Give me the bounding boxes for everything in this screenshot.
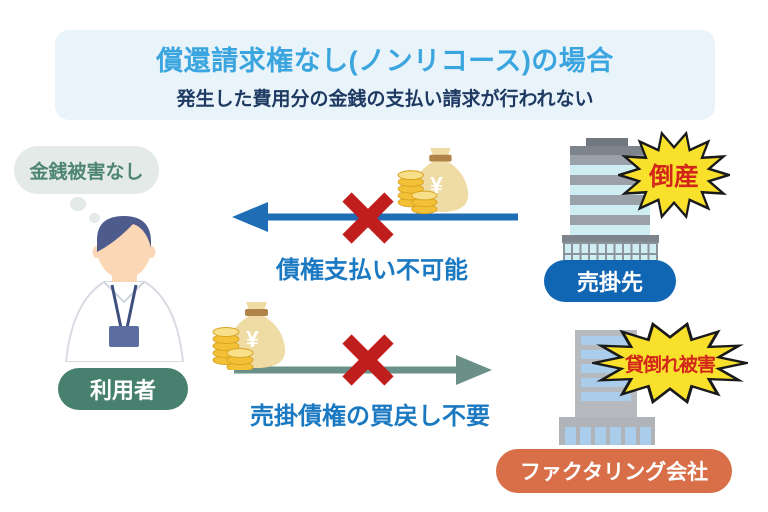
factoring-label: ファクタリング会社 (519, 461, 709, 484)
thought-bubble-tail-dot (89, 213, 100, 223)
thought-bubble: 金銭被害なし (14, 146, 159, 194)
coin-stack-icon (212, 327, 254, 372)
user-label: 利用者 (89, 378, 156, 403)
yen-symbol: ¥ (430, 172, 443, 198)
seller-status-burst: 倒産 (618, 131, 730, 219)
page-title: 償還請求権なし(ノンリコース)の場合 (156, 46, 614, 76)
user-person-illustration (64, 216, 185, 362)
money-bag-icon: ¥ (210, 300, 298, 372)
seller-label: 売掛先 (576, 270, 643, 295)
flow-caption-payment: 債権支払い不可能 (276, 257, 468, 284)
starburst-icon (592, 322, 748, 404)
factoring-status-burst: 貸倒れ被害 (592, 322, 748, 404)
starburst-icon (618, 131, 730, 219)
cross-icon (342, 334, 394, 386)
money-bag-icon: ¥ (394, 146, 482, 214)
seller-burst-text: 倒産 (648, 163, 699, 191)
badge-icon (109, 326, 139, 347)
arrow-left-icon (232, 202, 518, 232)
factoring-label-pill: ファクタリング会社 (496, 449, 732, 493)
arrow-right-icon (234, 355, 492, 385)
factoring-burst-text: 貸倒れ被害 (624, 354, 716, 376)
yen-symbol: ¥ (246, 326, 259, 352)
thought-bubble-text: 金銭被害なし (29, 161, 144, 183)
seller-label-pill: 売掛先 (544, 260, 676, 302)
page-subtitle: 発生した費用分の金銭の支払い請求が行われない (176, 89, 594, 110)
user-label-pill: 利用者 (58, 368, 188, 410)
header-box: 償還請求権なし(ノンリコース)の場合 発生した費用分の金銭の支払い請求が行われな… (55, 30, 715, 120)
thought-bubble-tail-dot (70, 197, 86, 211)
cross-icon (342, 192, 394, 244)
coin-stack-icon (397, 170, 438, 214)
flow-caption-buyback: 売掛債権の買戻し不要 (250, 403, 490, 430)
